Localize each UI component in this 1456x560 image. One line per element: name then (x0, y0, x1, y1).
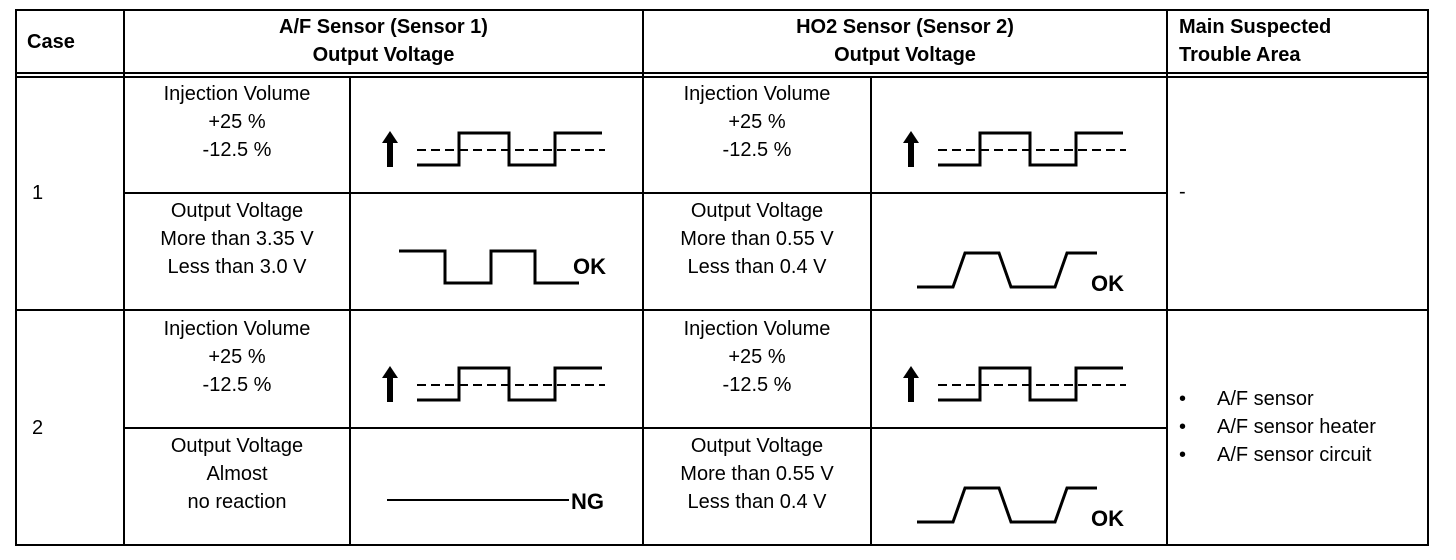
diagnostic-table: Case A/F Sensor (Sensor 1) Output Voltag… (15, 9, 1429, 546)
text-line: -12.5 % (202, 374, 272, 396)
case-1-ho2-output-waveform: OK (917, 251, 1124, 296)
case-2-af-output-text: Output Voltage Almost no reaction (125, 432, 349, 516)
case-2-ho2-output-waveform: OK (917, 486, 1124, 531)
text-line: Less than 0.4 V (687, 256, 827, 278)
text-line: Almost (206, 463, 268, 485)
text-line: Injection Volume (683, 83, 831, 105)
case-1-number: 1 (32, 182, 44, 204)
case-2-af-injection-text: Injection Volume +25 % -12.5 % (125, 315, 349, 399)
text-line: More than 3.35 V (160, 228, 314, 250)
text-line: Output Voltage (170, 200, 304, 222)
case-2-ho2-output-text: Output Voltage More than 0.55 V Less tha… (644, 432, 870, 516)
case-2-ho2-injection-text: Injection Volume +25 % -12.5 % (644, 315, 870, 399)
case-1-af-injection-waveform (382, 131, 605, 167)
trouble-item: A/F sensor heater (1179, 413, 1376, 441)
header-case: Case (27, 31, 75, 53)
case-2-af-result: NG (571, 489, 604, 514)
border-right (1427, 9, 1429, 546)
header-af-line1: A/F Sensor (Sensor 1) (279, 16, 488, 38)
text-line: +25 % (728, 346, 786, 368)
case-1-trouble-area: - (1179, 181, 1186, 203)
header-af-line2: Output Voltage (312, 44, 455, 66)
header-trouble-line1: Main Suspected (1179, 16, 1332, 38)
trouble-col-divider (1166, 9, 1168, 546)
case-1-ho2-output-text: Output Voltage More than 0.55 V Less tha… (644, 197, 870, 281)
case-1-af-output-text: Output Voltage More than 3.35 V Less tha… (125, 197, 349, 281)
case-1-ho2-result: OK (1091, 271, 1124, 296)
case-2-af-injection-waveform (382, 366, 605, 402)
text-line: Output Voltage (690, 200, 824, 222)
header-trouble-line2: Trouble Area (1179, 44, 1301, 66)
text-line: More than 0.55 V (680, 463, 834, 485)
text-line: Output Voltage (690, 435, 824, 457)
text-line: -12.5 % (722, 374, 792, 396)
case-1-ho2-injection-waveform (903, 131, 1126, 167)
text-line: +25 % (208, 346, 266, 368)
case-1-af-injection-text: Injection Volume +25 % -12.5 % (125, 80, 349, 164)
text-line: Output Voltage (170, 435, 304, 457)
text-line: Less than 3.0 V (167, 256, 307, 278)
trouble-item: A/F sensor circuit (1179, 441, 1376, 469)
text-line: Injection Volume (683, 318, 831, 340)
af-inner-divider (349, 76, 351, 546)
text-line: Injection Volume (163, 83, 311, 105)
header-divider (15, 72, 1429, 74)
header-divider-2 (15, 76, 1429, 78)
case-2-af-output-waveform: NG (387, 489, 604, 514)
header-ho2-line1: HO2 Sensor (Sensor 2) (796, 16, 1014, 38)
case-col-divider (123, 9, 125, 546)
ho2-inner-divider (870, 76, 872, 546)
case-2-trouble-list: A/F sensor A/F sensor heater A/F sensor … (1179, 385, 1376, 469)
sensor-col-divider (642, 9, 644, 546)
border-bottom (15, 544, 1429, 546)
text-line: Injection Volume (163, 318, 311, 340)
text-line: +25 % (208, 111, 266, 133)
header-ho2-line2: Output Voltage (834, 44, 976, 66)
border-top (15, 9, 1429, 11)
case1-mid-divider (125, 192, 1168, 194)
text-line: Less than 0.4 V (687, 491, 827, 513)
case-2-ho2-injection-waveform (903, 366, 1126, 402)
border-left (15, 9, 17, 546)
case-2-ho2-result: OK (1091, 506, 1124, 531)
case-1-ho2-injection-text: Injection Volume +25 % -12.5 % (644, 80, 870, 164)
text-line: no reaction (187, 491, 287, 513)
header-ho2-sensor: HO2 Sensor (Sensor 2) Output Voltage (644, 13, 1166, 69)
case-1-af-result: OK (573, 254, 606, 279)
case-1-af-output-waveform: OK (399, 249, 606, 285)
header-trouble-area: Main Suspected Trouble Area (1179, 13, 1331, 69)
text-line: More than 0.55 V (680, 228, 834, 250)
header-af-sensor: A/F Sensor (Sensor 1) Output Voltage (125, 13, 642, 69)
text-line: -12.5 % (202, 139, 272, 161)
trouble-item: A/F sensor (1179, 385, 1376, 413)
case-divider (15, 309, 1429, 311)
case-2-number: 2 (32, 417, 44, 439)
text-line: -12.5 % (722, 139, 792, 161)
case2-mid-divider (125, 427, 1168, 429)
text-line: +25 % (728, 111, 786, 133)
